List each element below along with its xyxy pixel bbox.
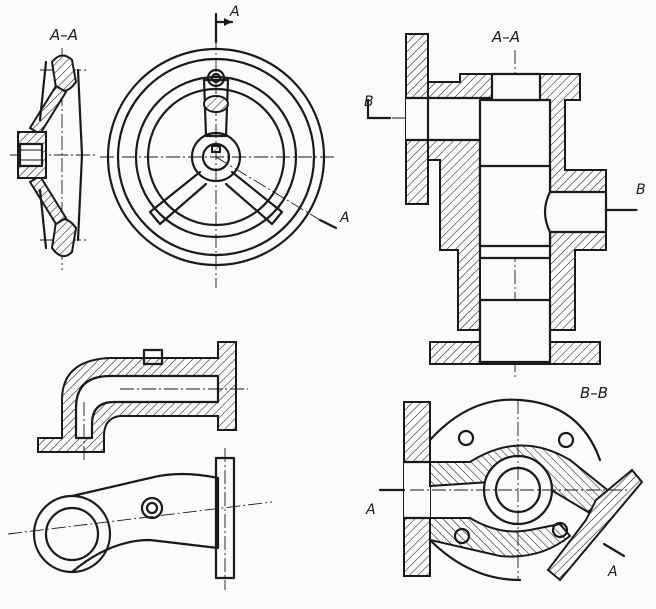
housing-section-view: A–A B B xyxy=(364,28,646,380)
wheel-cut-mark-bottom: A xyxy=(339,210,350,226)
wheel-cut-mark-top: A xyxy=(229,4,240,20)
housing-section-b-view: B–B A A xyxy=(365,384,644,582)
housing-section-title: A–A xyxy=(491,28,520,46)
lower-section-title: B–B xyxy=(580,384,608,402)
handwheel-section-view: A–A xyxy=(10,26,95,270)
housing-cut-mark-left: B xyxy=(364,94,374,110)
lower-cut-mark-left: A xyxy=(365,502,376,518)
housing-cut-mark-right: B xyxy=(636,182,646,198)
lower-cut-mark-right: A xyxy=(607,564,618,580)
handwheel-front-view: A A xyxy=(100,4,350,288)
wheel-section-title: A–A xyxy=(49,26,78,44)
elbow-pipe-views xyxy=(7,341,273,590)
